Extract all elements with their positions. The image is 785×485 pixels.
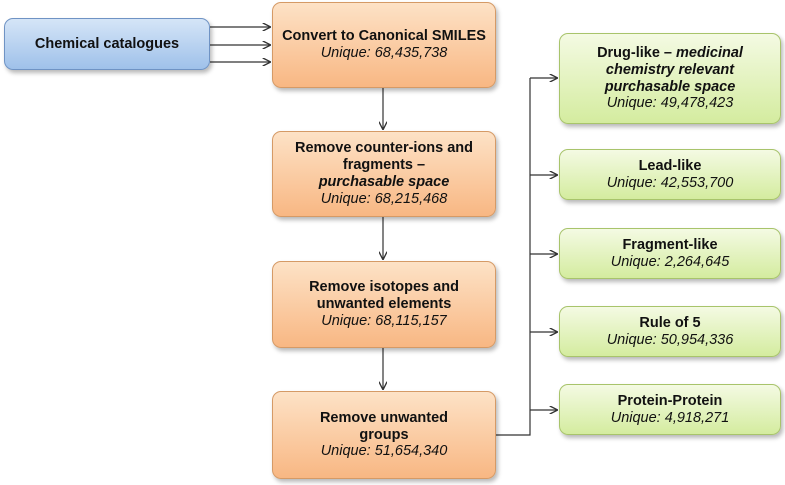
subset-unique-count: Unique: 4,918,271 bbox=[610, 409, 730, 426]
subset-unique-count: Unique: 2,264,645 bbox=[610, 253, 730, 270]
subset-drug-like: Drug-like – medicinal chemistry relevant… bbox=[559, 33, 781, 124]
source-label: Chemical catalogues bbox=[34, 35, 180, 52]
source-box: Chemical catalogues bbox=[4, 18, 210, 70]
step-unique-count: Unique: 68,435,738 bbox=[320, 45, 448, 61]
subset-title: Drug-like – medicinal chemistry relevant… bbox=[597, 44, 743, 95]
step-title: Remove unwanted groups bbox=[319, 409, 449, 443]
step-remove-unwanted-groups: Remove unwanted groups Unique: 51,654,34… bbox=[272, 391, 496, 479]
step-title: Convert to Canonical SMILES bbox=[282, 28, 486, 45]
subset-rule-of-5: Rule of 5 Unique: 50,954,336 bbox=[559, 306, 781, 357]
subset-lead-like: Lead-like Unique: 42,553,700 bbox=[559, 149, 781, 200]
subset-unique-count: Unique: 50,954,336 bbox=[606, 331, 734, 348]
step-unique-count: Unique: 68,115,157 bbox=[321, 312, 447, 329]
step-title-extra: purchasable space bbox=[318, 174, 450, 190]
step-canonical-smiles: Convert to Canonical SMILES Unique: 68,4… bbox=[272, 2, 496, 88]
subset-unique-count: Unique: 42,553,700 bbox=[606, 174, 734, 191]
branch-line bbox=[496, 78, 531, 436]
step-remove-isotopes: Remove isotopes and unwanted elements Un… bbox=[272, 261, 496, 348]
subset-protein-protein: Protein-Protein Unique: 4,918,271 bbox=[559, 384, 781, 435]
subset-title-extra: medicinal chemistry relevant purchasable… bbox=[604, 44, 743, 95]
subset-title: Protein-Protein bbox=[617, 392, 723, 409]
subset-title: Fragment-like bbox=[622, 236, 718, 253]
step-unique-count: Unique: 51,654,340 bbox=[320, 443, 448, 460]
step-unique-count: Unique: 68,215,468 bbox=[320, 190, 448, 207]
subset-fragment-like: Fragment-like Unique: 2,264,645 bbox=[559, 228, 781, 279]
step-title: Remove isotopes and unwanted elements bbox=[309, 279, 459, 313]
step-remove-counter-ions: Remove counter-ions and fragments –purch… bbox=[272, 131, 496, 217]
subset-unique-count: Unique: 49,478,423 bbox=[606, 95, 734, 112]
subset-title: Rule of 5 bbox=[639, 314, 701, 331]
subset-title: Lead-like bbox=[638, 157, 702, 174]
step-title: Remove counter-ions and fragments –purch… bbox=[294, 140, 474, 190]
